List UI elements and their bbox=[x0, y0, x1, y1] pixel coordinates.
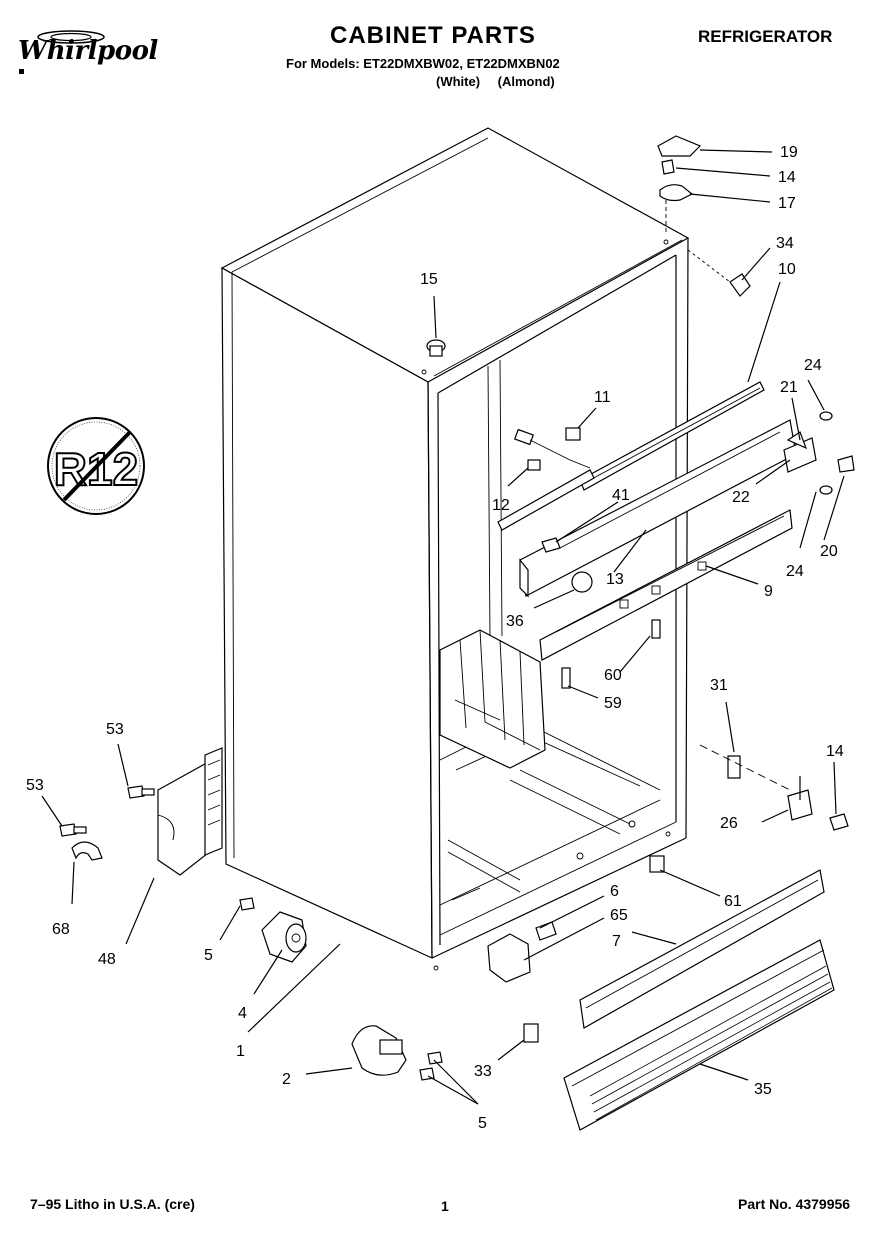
callout-14-top: 14 bbox=[778, 169, 796, 186]
rail-10 bbox=[579, 381, 765, 491]
callout-2: 2 bbox=[282, 1071, 291, 1088]
callout-65: 65 bbox=[610, 907, 628, 924]
callout-33: 33 bbox=[474, 1063, 492, 1080]
callout-59: 59 bbox=[604, 695, 622, 712]
callout-34: 34 bbox=[776, 235, 794, 252]
screw-53-upper bbox=[127, 785, 155, 799]
callout-22: 22 bbox=[732, 489, 750, 506]
callout-labels: 19 14 17 34 10 15 11 24 21 12 41 22 20 1… bbox=[26, 144, 844, 1132]
screw-60 bbox=[651, 619, 661, 639]
callout-61: 61 bbox=[724, 893, 742, 910]
top-hinge-assembly bbox=[657, 135, 702, 232]
wire-harness-12 bbox=[497, 427, 595, 531]
foot-65 bbox=[487, 921, 557, 983]
models-line: For Models: ET22DMXBW02, ET22DMXBN02 bbox=[286, 56, 560, 71]
callout-48: 48 bbox=[98, 951, 116, 968]
callout-36: 36 bbox=[506, 613, 524, 630]
clip-61 bbox=[649, 855, 665, 873]
callout-14-right: 14 bbox=[826, 743, 844, 760]
part-number: Part No. 4379956 bbox=[738, 1196, 851, 1212]
header-bullet bbox=[19, 69, 24, 74]
callout-53-lower: 53 bbox=[26, 777, 44, 794]
category-label: REFRIGERATOR bbox=[698, 27, 833, 46]
callout-9: 9 bbox=[764, 583, 773, 600]
door-stop-34 bbox=[687, 249, 751, 297]
screw-59 bbox=[561, 667, 571, 689]
r12-badge-text: R12 bbox=[54, 443, 138, 495]
brand-logo: Whirlpool bbox=[18, 36, 158, 66]
roller-bracket-4 bbox=[239, 897, 307, 963]
variant-almond: (Almond) bbox=[497, 74, 555, 89]
cabinet-body bbox=[220, 127, 690, 971]
callout-11: 11 bbox=[594, 389, 611, 406]
callout-5-lower: 5 bbox=[478, 1115, 487, 1132]
color-variants: (White) (Almond) bbox=[436, 74, 555, 89]
clip-33 bbox=[523, 1023, 539, 1043]
callout-13: 13 bbox=[606, 571, 624, 588]
callout-68: 68 bbox=[52, 921, 70, 938]
print-info: 7–95 Litho in U.S.A. (cre) bbox=[30, 1196, 195, 1212]
knob-36 bbox=[571, 571, 593, 593]
clip-68 bbox=[71, 841, 103, 861]
callout-6: 6 bbox=[610, 883, 619, 900]
callout-20: 20 bbox=[820, 543, 838, 560]
variant-white: (White) bbox=[436, 74, 481, 89]
plug-15 bbox=[426, 339, 446, 357]
callout-41: 41 bbox=[612, 487, 630, 504]
screw-41 bbox=[541, 537, 561, 553]
callout-17: 17 bbox=[778, 195, 796, 212]
page-title: CABINET PARTS bbox=[330, 22, 536, 49]
r12-prohibited-icon: R12 bbox=[47, 417, 145, 515]
callout-12: 12 bbox=[492, 497, 510, 514]
callout-24-bottom: 24 bbox=[786, 563, 804, 580]
side-bracket-48 bbox=[157, 747, 223, 876]
callout-7: 7 bbox=[612, 933, 621, 950]
callout-26: 26 bbox=[720, 815, 738, 832]
leader-lines bbox=[41, 149, 845, 1105]
callout-60: 60 bbox=[604, 667, 622, 684]
callout-31: 31 bbox=[710, 677, 728, 694]
callout-15: 15 bbox=[420, 271, 438, 288]
callout-1: 1 bbox=[236, 1043, 245, 1060]
callout-21: 21 bbox=[780, 379, 798, 396]
page-number: 1 bbox=[441, 1198, 449, 1214]
callout-35: 35 bbox=[754, 1081, 772, 1098]
callout-5-upper: 5 bbox=[204, 947, 213, 964]
toe-grille-7 bbox=[579, 869, 825, 1029]
callout-19: 19 bbox=[780, 144, 798, 161]
bracket-26 bbox=[787, 776, 849, 831]
callout-4: 4 bbox=[238, 1005, 247, 1022]
hinge-bracket-21 bbox=[783, 411, 855, 495]
callout-53-upper: 53 bbox=[106, 721, 124, 738]
whirlpool-swirl-icon bbox=[37, 30, 105, 44]
callout-10: 10 bbox=[778, 261, 796, 278]
callout-24-top: 24 bbox=[804, 357, 822, 374]
screw-53-lower bbox=[59, 823, 87, 837]
hinge-bracket-2 bbox=[351, 1025, 443, 1081]
base-grille-35 bbox=[563, 939, 835, 1131]
strip-9 bbox=[539, 509, 793, 661]
bracket-31 bbox=[699, 744, 791, 791]
